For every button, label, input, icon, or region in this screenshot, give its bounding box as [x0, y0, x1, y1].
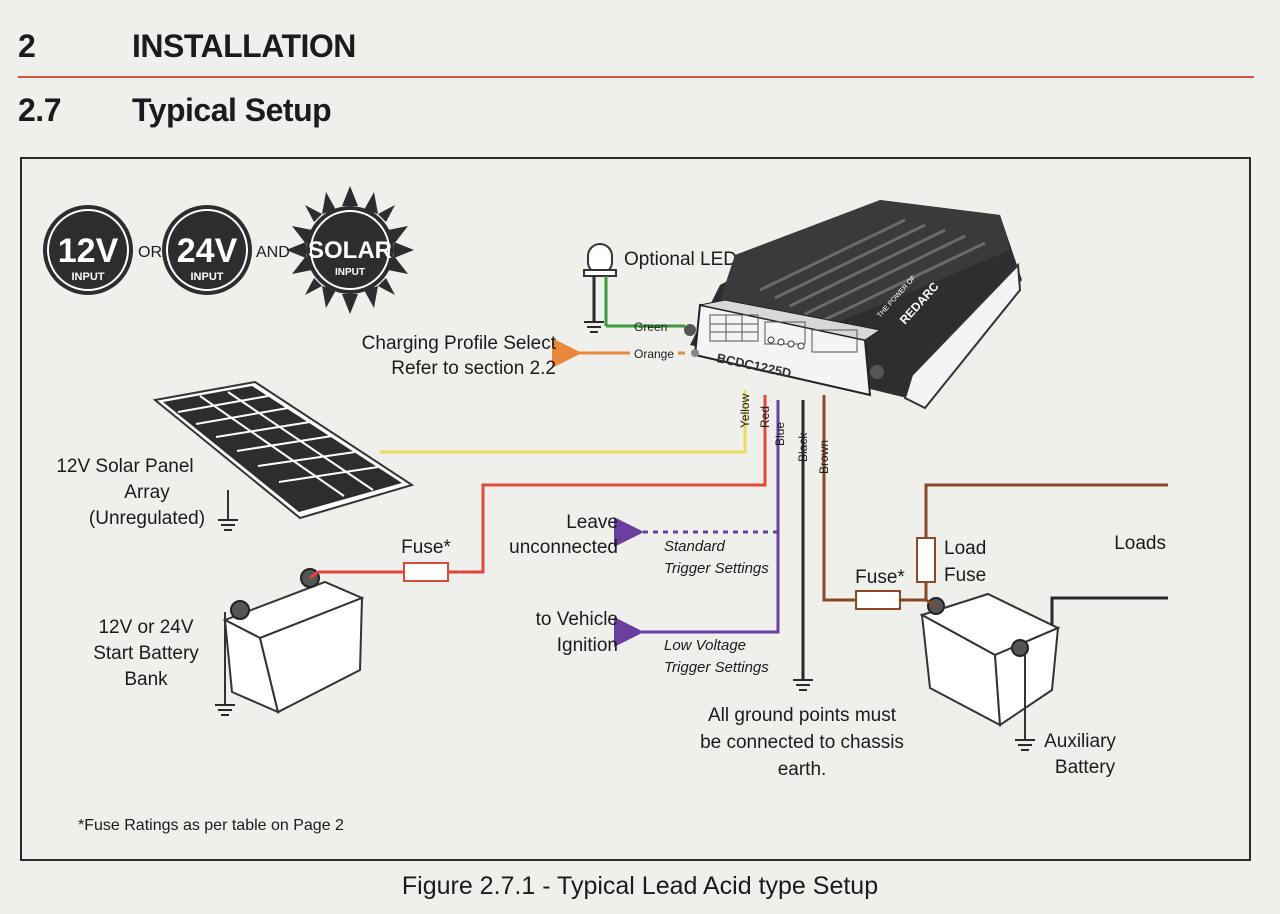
badge-solar-sub: INPUT [335, 267, 365, 278]
charging-profile-label: Charging Profile Select [362, 333, 557, 354]
loads-label: Loads [1114, 533, 1166, 554]
badge-solar-main: SOLAR [308, 237, 392, 264]
badge-24v-sub: INPUT [191, 271, 224, 283]
start-battery-label-3: Bank [124, 669, 168, 690]
subsection-title: Typical Setup [132, 92, 332, 128]
ground-note-1: All ground points must [708, 705, 897, 726]
ignition-label-1: to Vehicle [536, 609, 618, 630]
wire-blue-label: Blue [773, 422, 787, 446]
badge-24v-main: 24V [177, 232, 238, 270]
start-battery-ground-icon [215, 704, 235, 716]
wire-black-label: Black [796, 432, 810, 462]
fuse-aux-label: Fuse* [855, 567, 905, 588]
aux-battery-ground-icon [1015, 739, 1035, 751]
figure-caption: Figure 2.7.1 - Typical Lead Acid type Se… [401, 872, 879, 900]
solar-panel-label-1: 12V Solar Panel [56, 456, 193, 477]
wire-yellow-label: Yellow [738, 393, 752, 428]
wire-red-label: Red [758, 406, 772, 428]
low-voltage-label-2: Trigger Settings [664, 659, 769, 676]
badge-24v: 24V INPUT [162, 205, 252, 295]
standard-label-1: Standard [664, 538, 726, 555]
device-label-panel [709, 314, 858, 353]
bcdc-charger-unit: BCDC1225D REDARC THE POWER OF [684, 200, 1022, 410]
solar-ground-icon [218, 519, 238, 531]
sun-rays-icon [286, 186, 414, 314]
aux-battery-label-2: Battery [1055, 757, 1116, 778]
led-ground-icon [584, 321, 604, 333]
badge-12v: 12V INPUT [43, 205, 133, 295]
wire-orange-label: Orange [634, 347, 674, 361]
section-title: INSTALLATION [132, 28, 356, 64]
badge-12v-sub: INPUT [72, 271, 105, 283]
wire-loads-positive [924, 483, 1168, 538]
fuse-start-label: Fuse* [401, 537, 451, 558]
load-fuse [916, 537, 936, 583]
badge-solar: SOLAR INPUT [286, 186, 414, 314]
ground-note-3: earth. [778, 759, 827, 780]
solar-panel-label-3: (Unregulated) [89, 508, 205, 529]
figure-frame [20, 157, 1251, 861]
ignition-label-2: Ignition [557, 635, 618, 656]
wire-blue-ignition [614, 532, 780, 647]
ground-note-2: be connected to chassis [700, 732, 904, 753]
aux-battery-label-1: Auxiliary [1044, 731, 1116, 752]
solar-panel [152, 380, 415, 531]
load-fuse-label-2: Fuse [944, 565, 986, 586]
badge-and-text: AND [256, 244, 290, 261]
auxiliary-battery [919, 592, 1061, 751]
load-fuse-label-1: Load [944, 538, 986, 559]
section-number: 2 [18, 28, 36, 64]
badge-or-text: OR [138, 244, 162, 261]
fuse-aux-battery [855, 590, 901, 610]
wire-brown [822, 395, 856, 602]
wire-red [448, 395, 767, 574]
badge-12v-main: 12V [58, 232, 119, 270]
wire-brown-label: Brown [817, 440, 831, 474]
start-battery [215, 568, 365, 716]
fuse-footnote: *Fuse Ratings as per table on Page 2 [78, 817, 344, 834]
subsection-number: 2.7 [18, 92, 61, 128]
wire-green-label: Green [634, 320, 667, 334]
standard-label-2: Trigger Settings [664, 560, 769, 577]
device-status-leds [767, 336, 805, 350]
leave-label-2: unconnected [509, 537, 618, 558]
optional-led-label: Optional LED [624, 249, 737, 270]
low-voltage-label-1: Low Voltage [664, 637, 746, 654]
fuse-start-battery [403, 562, 449, 582]
chassis-ground-icon [793, 679, 813, 691]
solar-panel-label-2: Array [124, 482, 170, 503]
start-battery-label-1: 12V or 24V [98, 617, 193, 638]
mounting-flange [903, 262, 1022, 410]
led-icon [583, 243, 685, 333]
start-battery-label-2: Start Battery [93, 643, 199, 664]
leave-label-1: Leave [566, 512, 618, 533]
section-rule [18, 76, 1254, 78]
charging-profile-ref: Refer to section 2.2 [391, 358, 556, 379]
wire-yellow [380, 390, 747, 454]
